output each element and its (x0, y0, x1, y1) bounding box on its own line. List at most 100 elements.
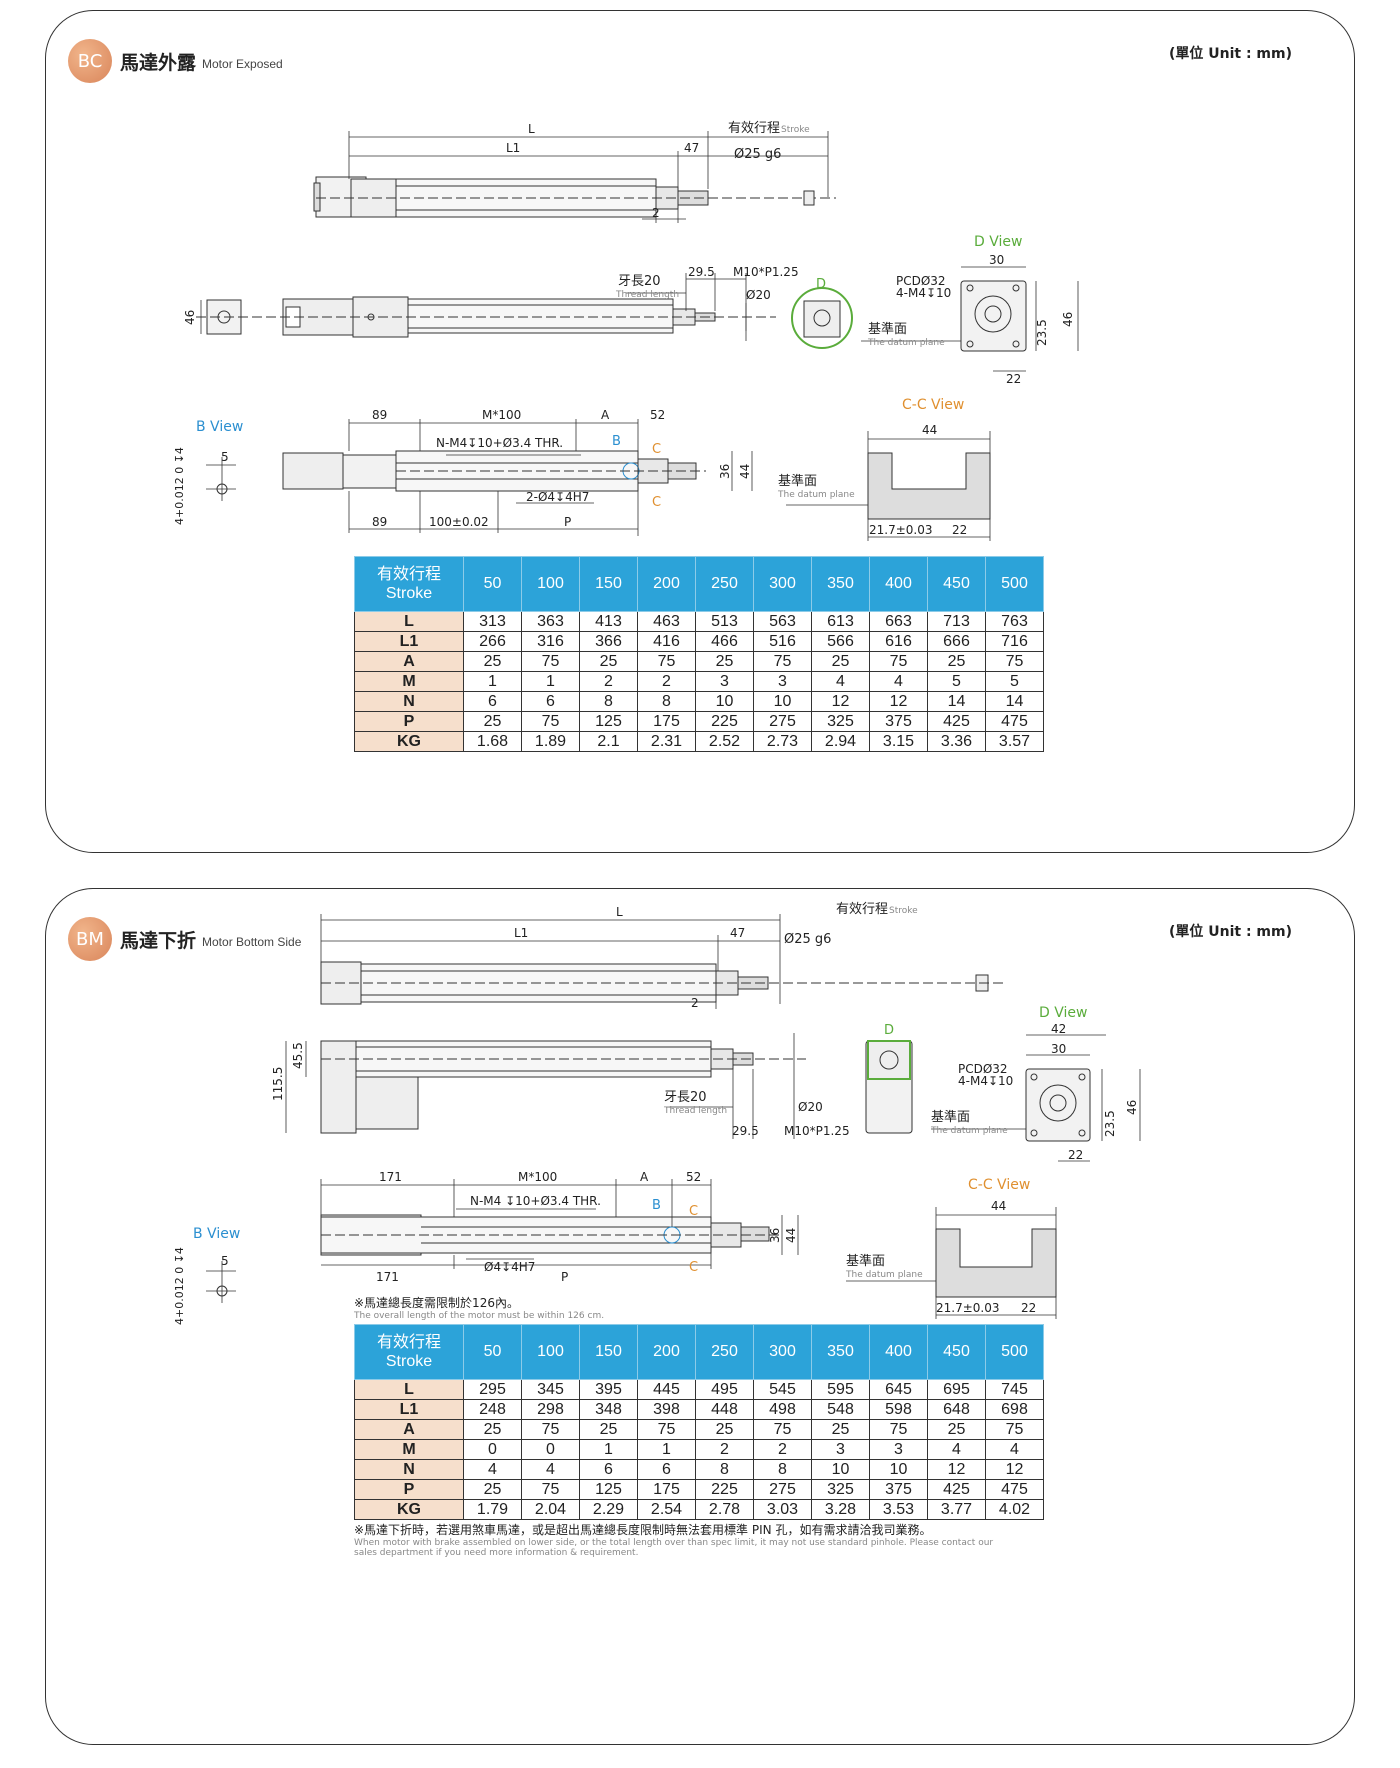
table-cell: 6 (521, 691, 580, 712)
dim-22-d: 22 (1068, 1148, 1083, 1162)
table-cell: 425 (927, 1479, 986, 1500)
b-marker: B (612, 434, 621, 449)
dim-44-cc: 44 (991, 1199, 1006, 1213)
col-header: 50 (463, 1324, 522, 1380)
dim-52: 52 (650, 408, 665, 422)
table-cell: 25 (579, 651, 638, 672)
table-cell: 75 (753, 1419, 812, 1440)
top-view-actuator (320, 961, 1006, 1005)
table-cell: 12 (811, 691, 870, 712)
row-header: N (354, 691, 464, 712)
table-cell: 75 (637, 1419, 696, 1440)
table-cell: 4 (927, 1439, 986, 1460)
datum-label-2: 基準面 (778, 473, 817, 489)
row-header: KG (354, 731, 464, 752)
dim-44-cc: 44 (922, 423, 937, 437)
table-cell: 75 (753, 651, 812, 672)
row-header: P (354, 711, 464, 732)
table-cell: 25 (463, 711, 522, 732)
table-cell: 595 (811, 1379, 870, 1400)
dim-23.5: 23.5 (1035, 319, 1049, 346)
table-cell: 1 (521, 671, 580, 692)
datum-label-2: 基準面 (846, 1253, 885, 1269)
table-cell: 5 (985, 671, 1044, 692)
table-cell: 6 (637, 1459, 696, 1480)
table-cell: 10 (753, 691, 812, 712)
m4-label: 4-M4↧10 (958, 1074, 1013, 1088)
table-cell: 466 (695, 631, 754, 652)
table-cell: 413 (579, 611, 638, 632)
table-cell: 8 (579, 691, 638, 712)
table-cell: 375 (869, 711, 928, 732)
row-header: A (354, 1419, 464, 1440)
table-cell: 698 (985, 1399, 1044, 1420)
dim-29.5: 29.5 (732, 1124, 759, 1138)
tol-label: 4+0.012 0 ↧4 (173, 447, 186, 525)
table-cell: 375 (869, 1479, 928, 1500)
table-cell: 2.52 (695, 731, 754, 752)
table-cell: 3.03 (753, 1499, 812, 1520)
c-marker-top: C (652, 442, 661, 457)
table-cell: 666 (927, 631, 986, 652)
dim-5-b: 5 (221, 450, 229, 464)
table-cell: 566 (811, 631, 870, 652)
table-cell: 25 (695, 1419, 754, 1440)
b-marker: B (652, 1198, 661, 1213)
table-cell: 316 (521, 631, 580, 652)
footnote: ※馬達下折時，若選用煞車馬達，或是超出馬達總長度限制時無法套用標準 PIN 孔，… (354, 1523, 994, 1558)
motor-bottom-panel: BM 馬達下折 Motor Bottom Side (單位 Unit : mm)… (45, 888, 1355, 1745)
pcd-label: PCDØ32 (896, 274, 946, 288)
d-view-drawing: D View (931, 1005, 1141, 1162)
table-cell: 8 (637, 691, 696, 712)
row-header: L (354, 611, 464, 632)
table-cell: 548 (811, 1399, 870, 1420)
table-cell: 225 (695, 711, 754, 732)
table-cell: 745 (985, 1379, 1044, 1400)
dim-47: 47 (684, 141, 699, 155)
dim-2: 2 (691, 996, 699, 1010)
datum-label-en: The datum plane (930, 1126, 1008, 1136)
thr-label: N-M4↧10+Ø3.4 THR. (436, 436, 563, 450)
col-header: 150 (579, 1324, 638, 1380)
table-cell: 0 (463, 1439, 522, 1460)
dim-89-bottom: 89 (372, 515, 387, 529)
table-cell: 25 (695, 651, 754, 672)
d-marker: D (884, 1023, 894, 1038)
pcd-label: PCDØ32 (958, 1062, 1008, 1076)
cc-view-drawing: C-C View 44 21.7±0.03 22 (846, 1177, 1057, 1319)
col-header: 150 (579, 556, 638, 612)
d-view-label: D View (974, 234, 1022, 250)
datum-label-2-en: The datum plane (777, 490, 855, 500)
col-header: 400 (869, 556, 928, 612)
datum-label-en: The datum plane (867, 338, 945, 348)
table-cell: 3.36 (927, 731, 986, 752)
table-cell: 763 (985, 611, 1044, 632)
dim-L1: L1 (514, 926, 528, 940)
dim-115.5: 115.5 (271, 1067, 285, 1101)
table-cell: 3.77 (927, 1499, 986, 1520)
table-cell: 275 (753, 1479, 812, 1500)
dim-36: 36 (718, 464, 732, 479)
table-cell: 1.79 (463, 1499, 522, 1520)
dim-phi20: Ø20 (746, 288, 771, 302)
section-title: 馬達下折 (120, 929, 197, 952)
dim-m100: M*100 (518, 1170, 557, 1184)
table-cell: 25 (811, 1419, 870, 1440)
table-cell: 4 (463, 1459, 522, 1480)
table-cell: 2.73 (753, 731, 812, 752)
table-cell: 495 (695, 1379, 754, 1400)
table-cell: 75 (869, 1419, 928, 1440)
dim-2: 2 (652, 206, 660, 220)
table-cell: 295 (463, 1379, 522, 1400)
front-view-actuator (320, 1040, 806, 1134)
table-cell: 14 (985, 691, 1044, 712)
dim-m100: M*100 (482, 408, 521, 422)
table-cell: 75 (637, 651, 696, 672)
table-cell: 12 (869, 691, 928, 712)
